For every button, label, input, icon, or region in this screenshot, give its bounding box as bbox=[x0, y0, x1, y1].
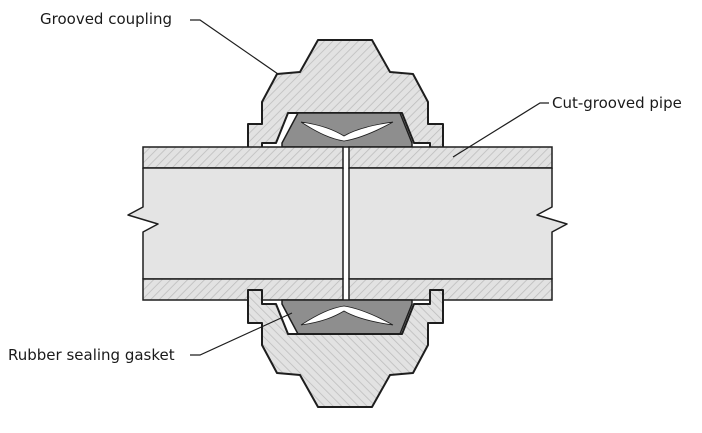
gasket-bottom bbox=[281, 299, 413, 335]
pipe-wall-bottom-left bbox=[142, 278, 344, 301]
leader-line-pipe bbox=[452, 102, 549, 158]
coupling-housing-top bbox=[247, 39, 444, 158]
leader-line-gasket bbox=[190, 312, 293, 356]
gasket-top bbox=[281, 112, 413, 148]
leader-line-coupling bbox=[190, 19, 279, 75]
label-rubber-sealing-gasket: Rubber sealing gasket bbox=[8, 346, 175, 364]
coupling-housing-bottom bbox=[247, 289, 444, 408]
gasket-lip-slot-bottom bbox=[300, 305, 394, 326]
pipe-bore-right bbox=[348, 167, 568, 280]
pipe-wall-top-right bbox=[348, 146, 553, 169]
pipe-wall-top-left bbox=[142, 146, 344, 169]
label-grooved-coupling: Grooved coupling bbox=[40, 10, 173, 28]
pipe-wall-bottom-right bbox=[348, 278, 553, 301]
label-cut-grooved-pipe: Cut-grooved pipe bbox=[552, 94, 682, 112]
gasket-lip-slot-top bbox=[300, 121, 394, 142]
pipe-bore-left bbox=[127, 167, 344, 280]
